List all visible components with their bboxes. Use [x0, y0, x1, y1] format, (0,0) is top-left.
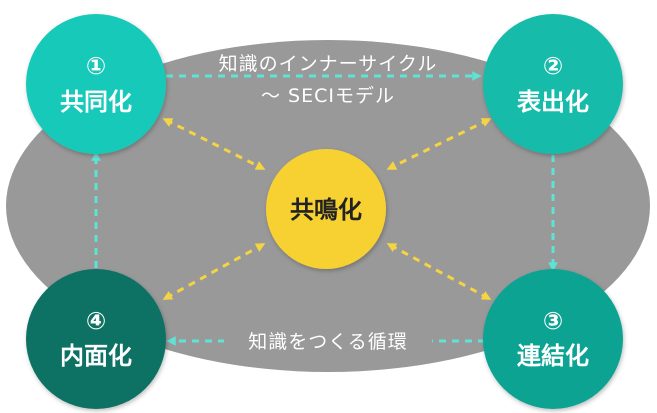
node-socialization-number: ①: [86, 52, 106, 80]
node-internalization-circle: [26, 269, 166, 409]
bottom-caption-backing: [224, 326, 432, 356]
node-center: 共鳴化: [266, 149, 386, 269]
node-combination-number: ③: [543, 307, 563, 335]
arrow-center-combination: [386, 243, 492, 300]
node-combination: ③ 連結化: [483, 269, 623, 409]
node-combination-label: 連結化: [517, 342, 589, 370]
node-externalization: ② 表出化: [483, 14, 623, 154]
arrow-center-externalization: [386, 118, 492, 170]
node-internalization: ④ 内面化: [26, 269, 166, 409]
node-combination-circle: [483, 269, 623, 409]
node-center-label: 共鳴化: [290, 196, 362, 224]
arrow-center-socialization: [162, 118, 266, 170]
node-internalization-number: ④: [86, 307, 106, 335]
node-externalization-number: ②: [543, 52, 563, 80]
node-socialization-label: 共同化: [60, 88, 132, 116]
arrow-center-internalization: [162, 243, 266, 300]
node-socialization: ① 共同化: [26, 14, 166, 154]
node-internalization-label: 内面化: [60, 342, 132, 370]
node-center-circle: [266, 149, 386, 269]
top-caption-line1: 知識のインナーサイクル: [219, 53, 438, 75]
node-socialization-circle: [26, 14, 166, 154]
node-externalization-circle: [483, 14, 623, 154]
node-externalization-label: 表出化: [517, 88, 589, 116]
top-caption-line2: 〜 SECIモデル: [261, 85, 395, 107]
bottom-caption: 知識をつくる循環: [248, 331, 408, 353]
